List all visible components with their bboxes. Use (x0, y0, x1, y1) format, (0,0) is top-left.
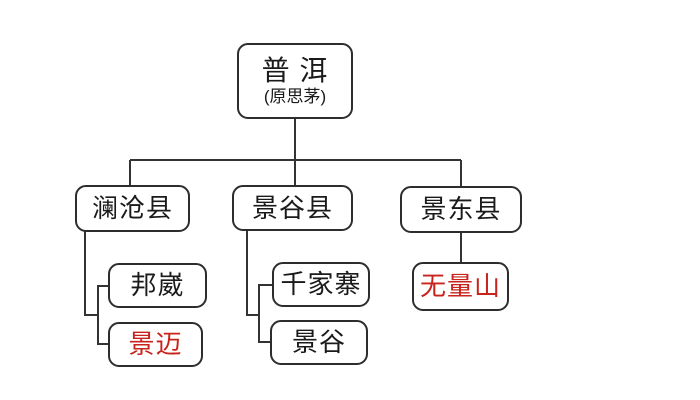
node-jinggu-county-label: 景谷县 (251, 192, 333, 223)
node-jingmai-label: 景迈 (128, 329, 183, 360)
node-jinggu-county: 景谷县 (232, 185, 353, 231)
node-jingdong-county-label: 景东县 (420, 194, 502, 225)
connector-root-to-counties (129, 119, 462, 187)
node-lancang-county: 澜沧县 (75, 185, 190, 232)
node-puer-label: 普 洱 (261, 54, 329, 86)
node-qianjiazhai-label: 千家寨 (280, 269, 362, 300)
connector-jinggu-children (246, 231, 272, 343)
node-wuliangshan-label: 无量山 (419, 271, 501, 302)
node-jinggu: 景谷 (270, 320, 368, 365)
node-bangwai: 邦崴 (108, 263, 207, 308)
node-puer-sublabel: (原思茅) (263, 86, 327, 106)
node-qianjiazhai: 千家寨 (272, 262, 370, 307)
node-wuliangshan: 无量山 (412, 262, 509, 311)
node-jingdong-county: 景东县 (400, 186, 522, 233)
node-lancang-county-label: 澜沧县 (91, 193, 173, 224)
node-puer: 普 洱 (原思茅) (237, 43, 353, 119)
node-jingmai: 景迈 (108, 322, 203, 367)
node-bangwai-label: 邦崴 (130, 270, 185, 301)
connector-lancang-children (84, 231, 108, 345)
node-jinggu-label: 景谷 (291, 327, 346, 358)
